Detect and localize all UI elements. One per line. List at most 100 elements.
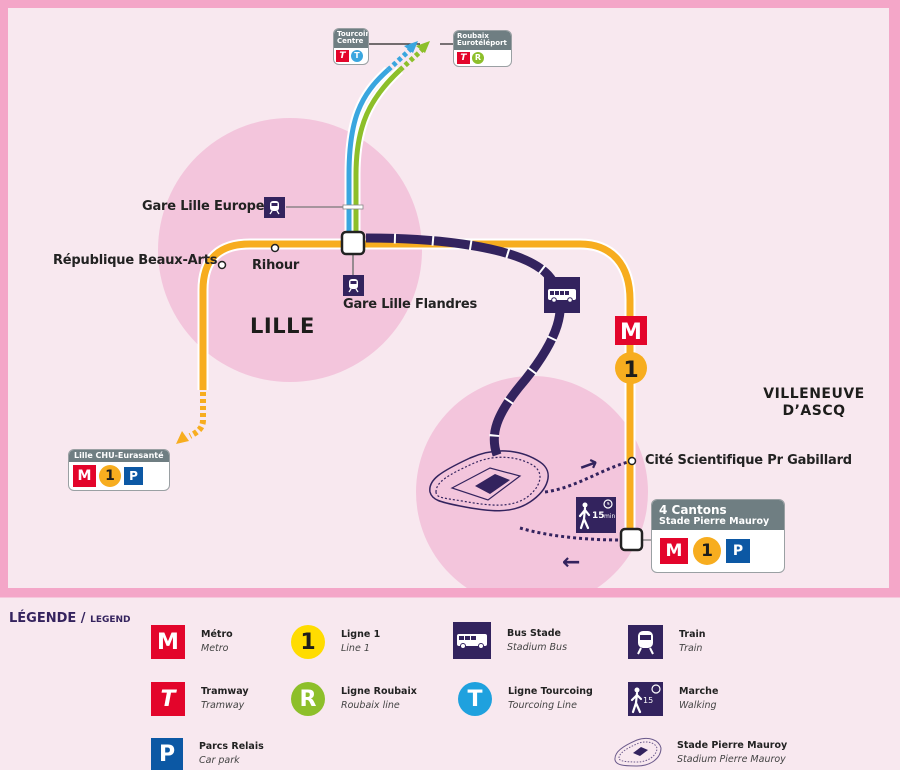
- roubaix-line: [353, 68, 402, 236]
- walk-unit: min: [604, 513, 616, 520]
- bus-icon: [453, 622, 491, 659]
- line-1: [199, 240, 634, 537]
- line-r-icon: R: [472, 51, 484, 64]
- card-subtitle: Stade Pierre Mauroy: [659, 515, 770, 527]
- card-4-cantons[interactable]: 4 Cantons Stade Pierre Mauroy M 1 P: [651, 499, 785, 573]
- station-label-gare-lille-flandres[interactable]: Gare Lille Flandres: [343, 297, 478, 312]
- legend-label-en: Stadium Bus: [507, 641, 568, 653]
- roubaix-arrow-icon: [416, 41, 430, 53]
- legend-label: Ligne Tourcoing: [508, 686, 593, 697]
- station-label-republique[interactable]: République Beaux-Arts: [53, 253, 218, 268]
- card-lille-chu[interactable]: Lille CHU-Eurasanté M 1 P: [68, 449, 170, 492]
- legend-label: Bus Stade: [507, 627, 562, 639]
- legend-label: Tramway: [201, 686, 249, 697]
- legend-label: Parcs Relais: [199, 741, 264, 752]
- arrow-in-icon: ←: [562, 550, 580, 575]
- card-title-line1: Tourcoing: [337, 30, 368, 38]
- legend-label-en: Tourcoing Line: [508, 700, 577, 711]
- park-relay-icon: P: [726, 538, 750, 563]
- train-icon: [264, 197, 285, 218]
- card-icons: T R: [454, 50, 511, 66]
- station-gare-lille-flandres-hub[interactable]: [340, 230, 366, 256]
- stadium-icon: [429, 450, 549, 512]
- tramway-icon: T: [151, 682, 185, 716]
- tourcoing-line: [346, 68, 390, 236]
- walk-path-to-cantons: [519, 526, 621, 542]
- legend-label-en: Roubaix line: [341, 700, 400, 711]
- station-cite-scientifique[interactable]: [627, 456, 637, 466]
- card-roubaix-euroteleport[interactable]: Roubaix Eurotéléport T R: [453, 30, 512, 67]
- legend-label: Ligne Roubaix: [341, 686, 417, 697]
- walk-time: 15: [592, 511, 605, 521]
- roubaix-line-dotted: [398, 48, 424, 72]
- svg-text:15: 15: [643, 696, 653, 705]
- zone-label-lille: LILLE: [250, 314, 315, 338]
- card-title: Lille CHU-Eurasanté: [69, 450, 169, 463]
- tramway-icon: T: [457, 51, 470, 64]
- line-1-icon: 1: [99, 465, 121, 488]
- line-1-icon: 1: [693, 536, 721, 565]
- bus-icon: [544, 277, 580, 313]
- card-title: Tourcoing Centre: [334, 29, 368, 48]
- card-tourcoing-centre[interactable]: Tourcoing Centre T T: [333, 28, 369, 65]
- zone-label-line1: VILLENEUVE: [763, 386, 865, 402]
- park-relay-icon: P: [124, 467, 143, 486]
- line-t-icon: T: [458, 682, 492, 716]
- chu-arrow-icon: [176, 431, 189, 444]
- legend-label-en: Tramway: [201, 700, 245, 711]
- station-label-rihour[interactable]: Rihour: [252, 258, 300, 273]
- line-r-icon: R: [291, 682, 325, 716]
- card-title: Roubaix Eurotéléport: [454, 31, 511, 50]
- walk-icon: 15 min: [576, 497, 616, 533]
- walk-path-to-cite: [544, 460, 629, 494]
- line-t-icon: T: [351, 49, 363, 62]
- card-title-line1: Roubaix: [457, 32, 489, 40]
- station-label-cite-scientifique[interactable]: Cité Scientifique Pr Gabillard: [645, 453, 852, 468]
- walk-icon: 15: [628, 682, 663, 716]
- stadium-zone: [416, 376, 648, 588]
- metro-icon: M: [73, 465, 96, 488]
- train-icon: [628, 625, 663, 659]
- legend-title-fr: LÉGENDE /: [9, 611, 86, 626]
- card-icons: M 1 P: [652, 530, 784, 572]
- station-republique[interactable]: [217, 260, 227, 270]
- stadium-icon: [614, 737, 662, 767]
- legend-label-en: Stadium Pierre Mauroy: [677, 754, 786, 765]
- metro-icon: M: [660, 537, 688, 564]
- line-1-icon: [615, 352, 647, 384]
- europe-junction: [342, 204, 364, 210]
- legend-label-en: Walking: [679, 700, 717, 711]
- tramway-icon: T: [336, 49, 349, 62]
- legend-title-en: LEGEND: [90, 615, 131, 625]
- metro-glyph: M: [620, 320, 642, 345]
- legend-label-en: Line 1: [341, 643, 370, 654]
- legend-label: Métro: [201, 629, 233, 640]
- legend-label-en: Metro: [201, 643, 229, 654]
- station-4-cantons-hub[interactable]: [619, 527, 644, 552]
- zone-label-villeneuve: VILLENEUVE D’ASCQ: [748, 386, 880, 420]
- line-1-dotted: [188, 392, 206, 439]
- station-rihour[interactable]: [270, 243, 280, 253]
- zone-label-line2: D’ASCQ: [782, 403, 846, 419]
- card-title: 4 Cantons Stade Pierre Mauroy: [652, 500, 784, 530]
- station-label-gare-lille-europe[interactable]: Gare Lille Europe: [142, 199, 265, 214]
- card-title-main: 4 Cantons: [659, 503, 727, 517]
- legend-label: Stade Pierre Mauroy: [677, 740, 788, 751]
- legend-label-en: Car park: [199, 755, 240, 766]
- line-1-glyph: 1: [623, 358, 638, 383]
- metro-icon: [615, 316, 647, 345]
- card-icons: M 1 P: [69, 462, 169, 490]
- legend-label: Ligne 1: [341, 629, 381, 640]
- tourcoing-line-dotted: [386, 46, 414, 72]
- legend-label-en: Train: [679, 643, 703, 654]
- train-icon: [343, 275, 364, 296]
